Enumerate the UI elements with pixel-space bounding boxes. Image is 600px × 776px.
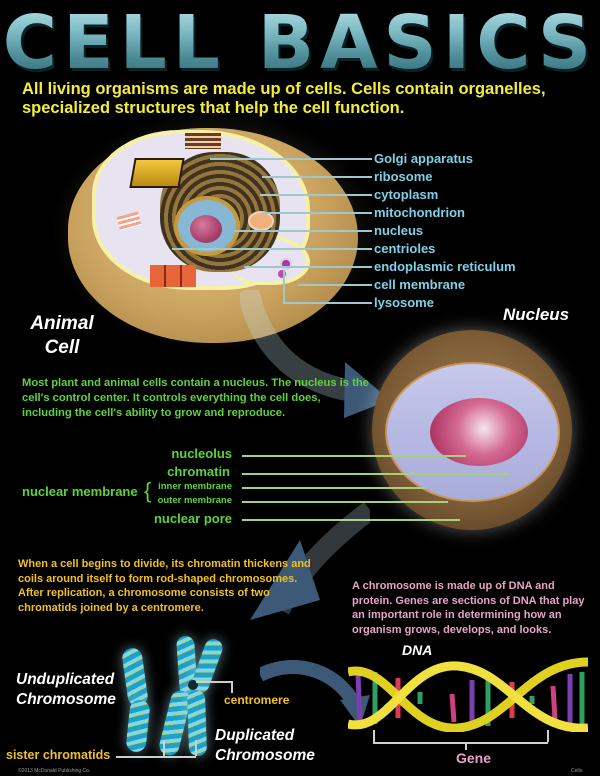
duplicated-chromosome-caption: Duplicated Chromosome xyxy=(215,726,315,766)
leader-sister-h xyxy=(116,756,196,758)
leader-ribosome xyxy=(262,176,372,178)
leader-inner-membrane xyxy=(242,487,426,489)
label-cell-membrane: cell membrane xyxy=(374,277,466,292)
leader-cytoplasm xyxy=(260,194,372,196)
leader-outer-membrane xyxy=(242,501,448,503)
leader-chromatin xyxy=(242,473,510,475)
leader-nucleus xyxy=(234,230,372,232)
leader-centromere-v xyxy=(231,681,233,693)
label-centromere: centromere xyxy=(224,693,290,707)
gene-bracket-bottom xyxy=(373,742,548,744)
animal-cell-caption: Animal Cell xyxy=(18,312,106,360)
label-centrioles: centrioles xyxy=(374,241,436,256)
leader-lysosome-vertical xyxy=(283,270,285,302)
centromere-shape xyxy=(188,680,198,690)
label-nucleolus: nucleolus xyxy=(171,446,232,461)
label-mitochondrion: mitochondrion xyxy=(374,205,465,220)
leader-nucleolus xyxy=(242,455,466,457)
gene-bracket-stem xyxy=(465,742,467,750)
lysosome-small-shape xyxy=(278,270,286,278)
nucleus-title: Nucleus xyxy=(503,305,570,324)
nucleus-nucleolus-shape xyxy=(430,398,528,466)
label-nuclear-membrane: nuclear membrane xyxy=(22,484,138,499)
unduplicated-chromosome-caption: Unduplicated Chromosome xyxy=(16,670,116,710)
unduplicated-chromosome-lower xyxy=(125,699,151,753)
label-nucleus: nucleus xyxy=(374,223,424,238)
intro-text: All living organisms are made up of cell… xyxy=(22,80,546,117)
chromosome-description: When a cell begins to divide, its chroma… xyxy=(18,558,311,614)
leader-centrioles xyxy=(172,248,372,250)
dna-double-helix xyxy=(348,657,588,732)
poster-title: CELL BASICS xyxy=(0,2,600,84)
animal-cell-caption-line2: Cell xyxy=(44,337,80,358)
copyright: ©2013 McDonald Publishing Co. xyxy=(18,768,91,774)
duplicated-line1: Duplicated xyxy=(215,727,295,744)
leader-er xyxy=(244,266,372,268)
animal-cell-caption-line1: Animal xyxy=(30,313,94,334)
leader-cell-membrane xyxy=(298,284,372,286)
label-lysosome: lysosome xyxy=(374,295,434,310)
unduplicated-line1: Unduplicated xyxy=(16,671,115,688)
dna-title: DNA xyxy=(402,642,433,658)
arrow-nucleus-to-chromosome xyxy=(250,502,370,620)
duplicated-line2: Chromosome xyxy=(215,747,315,764)
leader-nuclear-pore xyxy=(242,519,460,521)
label-endoplasmic-reticulum: endoplasmic reticulum xyxy=(374,259,516,274)
unduplicated-line2: Chromosome xyxy=(16,691,116,708)
label-nuclear-pore: nuclear pore xyxy=(153,511,232,526)
leader-mitochondrion xyxy=(262,212,372,214)
rough-er-blocks-shape xyxy=(150,265,196,287)
label-ribosome: ribosome xyxy=(374,169,433,184)
cell-nucleolus-shape xyxy=(190,215,222,243)
footer-tag: Cells xyxy=(571,768,583,774)
dna-description: A chromosome is made up of DNA and prote… xyxy=(352,580,585,636)
gene-bracket-left xyxy=(373,730,375,742)
lysosome-shape xyxy=(280,258,292,270)
label-inner-membrane: inner membrane xyxy=(158,481,232,492)
mitochondrion-shape xyxy=(248,211,274,231)
leader-sister-v1 xyxy=(163,740,165,756)
golgi-apparatus-shape xyxy=(185,133,221,149)
label-cytoplasm: cytoplasm xyxy=(374,187,439,202)
nucleus-description: Most plant and animal cells contain a nu… xyxy=(22,377,369,419)
arrow-chromosome-to-dna xyxy=(260,660,370,727)
label-gene: Gene xyxy=(456,750,492,766)
leader-lysosome xyxy=(283,302,372,304)
label-sister-chromatids: sister chromatids xyxy=(6,748,111,762)
gene-bracket-right xyxy=(547,730,549,742)
label-chromatin: chromatin xyxy=(167,464,230,479)
leader-centromere-h xyxy=(196,681,232,683)
label-golgi-apparatus: Golgi apparatus xyxy=(374,151,473,166)
leader-golgi xyxy=(210,158,372,160)
leader-sister-v2 xyxy=(195,740,197,756)
golgi-block-shape xyxy=(129,158,185,188)
duplicated-chromatid-lower-right xyxy=(186,689,208,757)
label-outer-membrane: outer membrane xyxy=(157,495,232,506)
unduplicated-chromosome-upper xyxy=(121,646,149,708)
brace-icon: { xyxy=(144,478,152,503)
